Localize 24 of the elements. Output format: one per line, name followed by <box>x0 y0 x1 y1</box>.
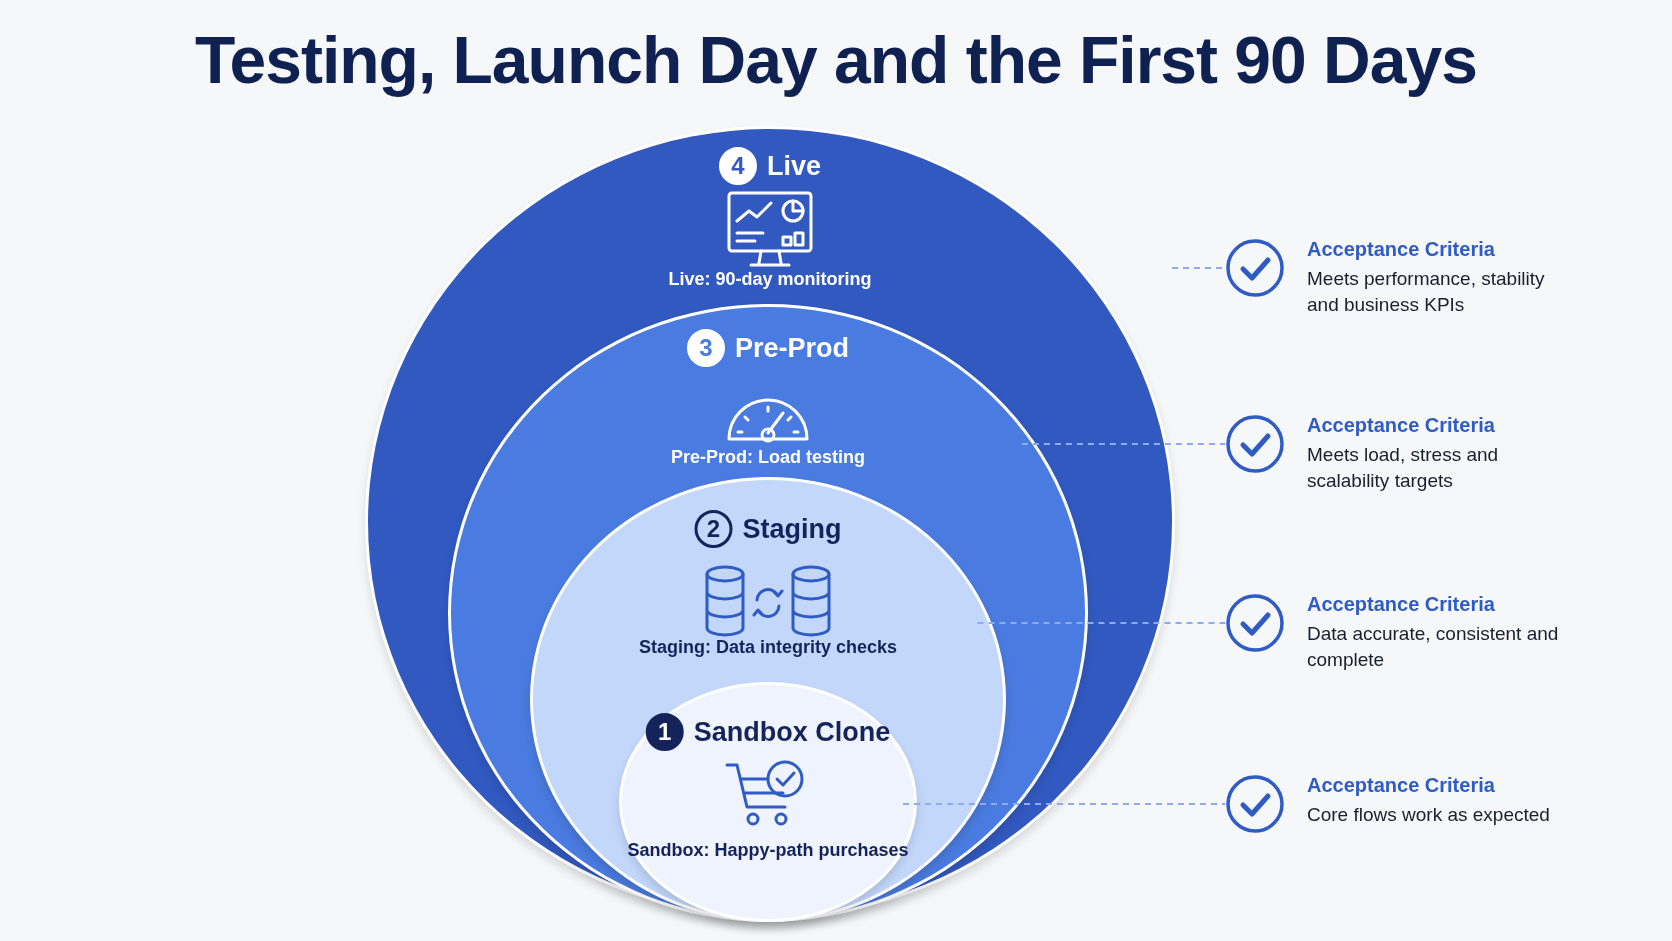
step-number-badge: 4 <box>719 147 757 185</box>
dashed-connector <box>976 622 1226 624</box>
stage-title: Sandbox Clone <box>693 716 891 748</box>
criteria-text: Data accurate, consistent and complete <box>1307 622 1560 672</box>
criteria-text: Meets load, stress and scalability targets <box>1307 443 1500 493</box>
stage-title: Pre-Prod <box>735 332 849 364</box>
dashed-connector <box>1020 443 1226 445</box>
criteria-heading: Acceptance Criteria <box>1307 593 1495 616</box>
stage-caption: Sandbox: Happy-path purchases <box>627 840 909 860</box>
stage-caption: Staging: Data integrity checks <box>638 637 898 657</box>
stage-title: Live <box>767 150 821 182</box>
step-number-badge: 3 <box>687 329 725 367</box>
criteria-heading: Acceptance Criteria <box>1307 774 1495 797</box>
stage-caption: Pre-Prod: Load testing <box>671 447 865 467</box>
criteria-heading: Acceptance Criteria <box>1307 414 1495 437</box>
step-number-badge: 1 <box>645 713 684 751</box>
step-number-badge: 2 <box>694 510 733 548</box>
stage-title: Staging <box>742 513 842 545</box>
title: Testing, Launch Day and the First 90 Days <box>194 22 1478 98</box>
criteria-text: Core flows work as expected <box>1307 803 1551 827</box>
criteria-text: Meets performance, stability and business KPIs <box>1307 267 1546 317</box>
dashed-connector <box>902 803 1226 805</box>
criteria-heading: Acceptance Criteria <box>1307 238 1495 261</box>
stage-caption: Live: 90-day monitoring <box>668 269 872 289</box>
